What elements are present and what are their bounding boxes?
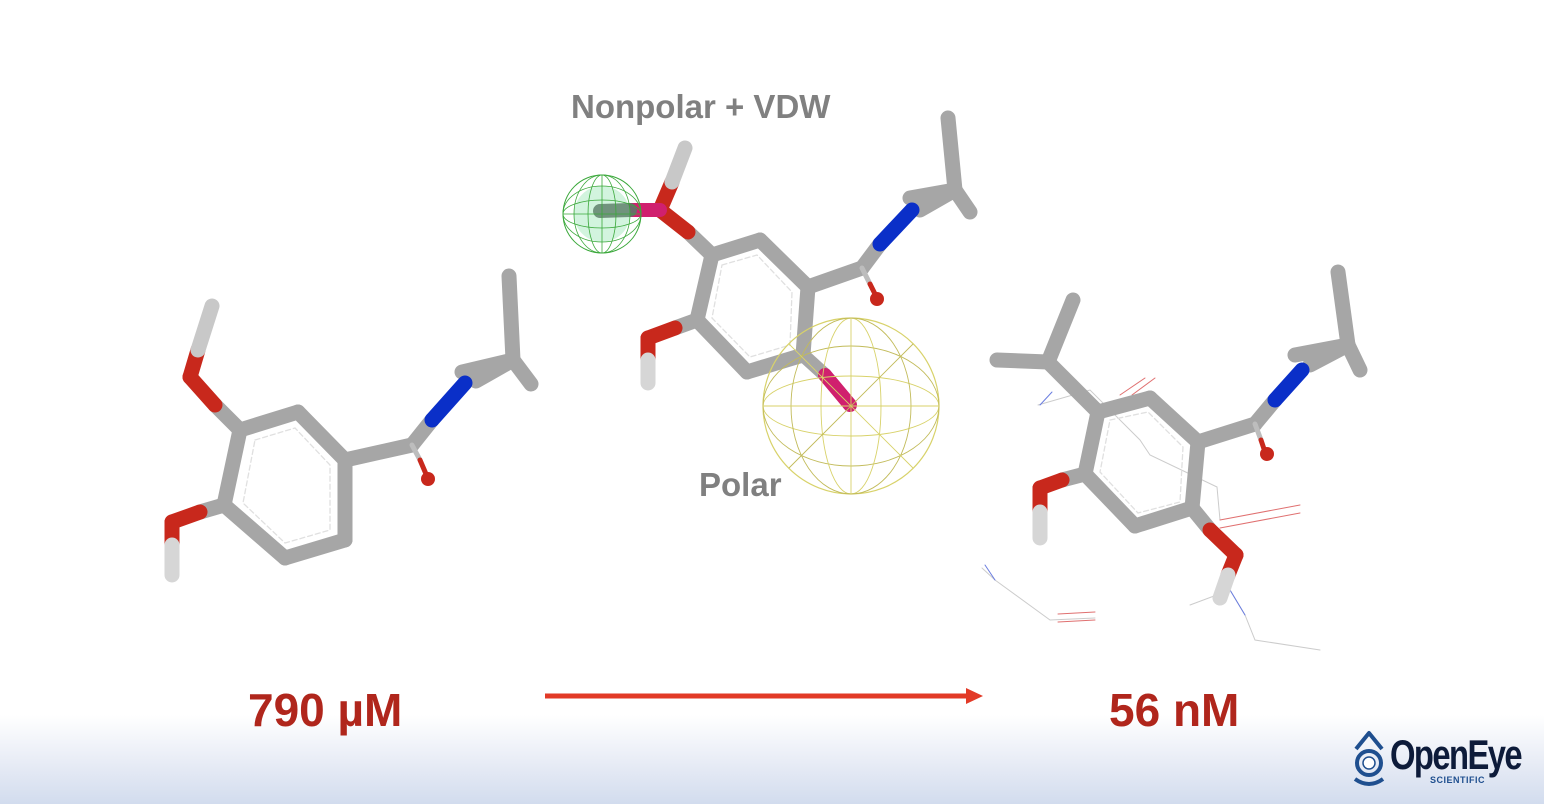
annotated-ligand-molecule <box>562 110 978 495</box>
nonpolar-vdw-label: Nonpolar + VDW <box>571 88 831 125</box>
starting-ligand-molecule <box>164 268 539 583</box>
polar-mesh-sphere <box>762 317 940 495</box>
eye-drop-icon <box>1353 731 1385 786</box>
starting-affinity-value: 790 µM <box>248 684 403 736</box>
logo-subtitle: SCIENTIFIC <box>1430 775 1486 785</box>
logo-wordmark: OpenEye <box>1390 731 1523 778</box>
polar-label: Polar <box>699 466 782 503</box>
affinity-improvement-arrow <box>545 688 983 704</box>
nonpolar-vdw-mesh-sphere <box>562 174 642 254</box>
optimized-affinity-value: 56 nM <box>1109 684 1240 736</box>
optimized-ligand-molecule <box>981 264 1368 651</box>
openeye-logo: OpenEye SCIENTIFIC <box>1350 727 1530 793</box>
